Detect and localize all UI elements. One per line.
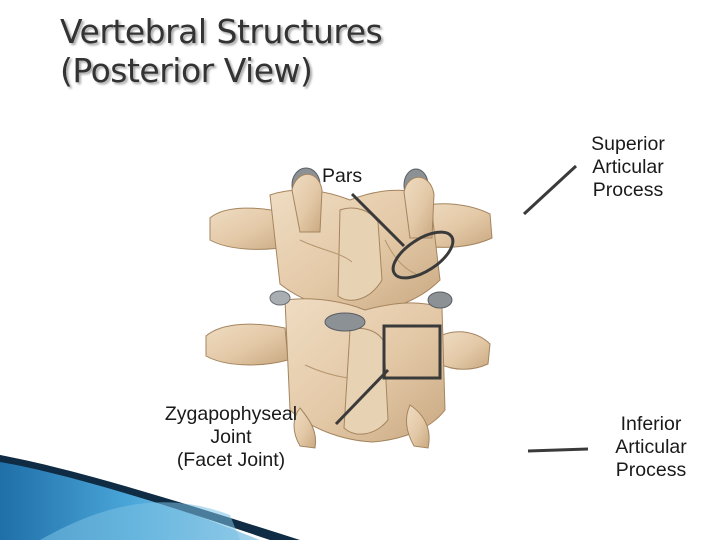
superior-label-line-3: Process [592,179,664,201]
title-line-1: Vertebral Structures [60,12,383,51]
inferior-leader-line [527,447,589,453]
zygapophyseal-label-line-3: (Facet Joint) [176,449,286,471]
facet-joint-marker-box [382,324,442,380]
superior-leader-line [522,164,578,216]
page-title: Vertebral Structures (Posterior View) [60,12,383,90]
zygapophyseal-label-line-2: Joint [210,426,252,448]
inferior-label-line-2: Articular [615,436,687,458]
inferior-label-line-1: Inferior [620,413,682,435]
title-line-2: (Posterior View) [60,51,313,90]
pars-marker-ellipse [391,230,455,280]
annotations [334,164,589,453]
inferior-label-line-3: Process [615,459,687,481]
zygapophyseal-joint-label: Zygapophyseal Joint (Facet Joint) [150,403,312,472]
superior-label-line-2: Articular [592,156,664,178]
superior-label-line-1: Superior [591,133,665,155]
zygapophyseal-leader-line [334,368,390,426]
pars-leader-line [350,192,406,248]
vertebrae-illustration [205,167,493,449]
superior-articular-process-label: Superior Articular Process [578,133,678,202]
inferior-articular-process-label: Inferior Articular Process [602,413,700,482]
corner-swoosh [0,455,300,540]
pars-label: Pars [322,165,363,187]
zygapophyseal-label-line-1: Zygapophyseal [164,403,298,425]
